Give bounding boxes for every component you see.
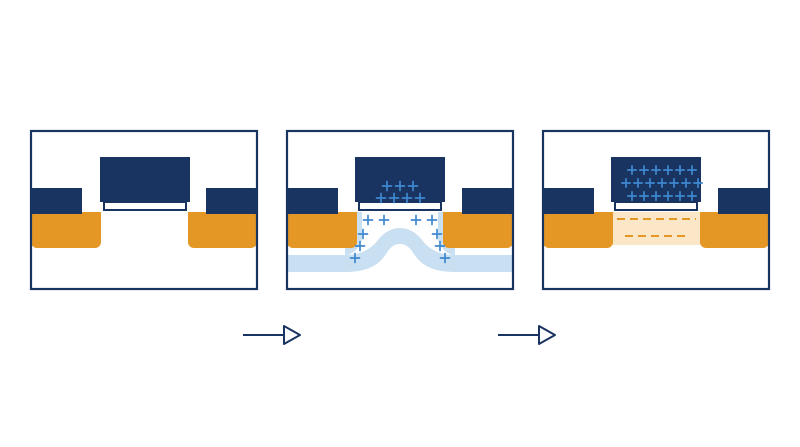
depletion-charge-8 [431,228,443,240]
source-doped-region-top [287,212,357,232]
source-doped-region-top [31,212,101,232]
drain-doped-region-top [443,212,513,232]
gate-charge-7 [620,177,632,189]
gate-oxide [614,201,698,211]
gate-charge-1 [381,180,393,192]
gate-oxide [358,201,442,211]
channel-carriers [617,218,696,237]
gate-charges [375,180,426,204]
gate-charge-17 [662,190,674,202]
gate-charge-2 [394,180,406,192]
gate-charge-10 [656,177,668,189]
gate-charge-3 [650,164,662,176]
gate-electrode [100,157,190,202]
gate-charge-3 [407,180,419,192]
gate-charge-7 [414,192,426,204]
depletion-charge-10 [439,252,451,264]
inversion-channel [612,212,702,245]
source-doped-region-top [543,212,613,232]
gate-charge-9 [644,177,656,189]
gate-electrode [355,157,445,202]
arrow-1 [243,325,301,345]
gate-charge-5 [674,164,686,176]
arrow-right-icon [243,325,301,345]
arrow-2 [498,325,556,345]
arrow-right-icon [498,325,556,345]
panel-frame [29,129,259,291]
source-contact [287,188,338,214]
gate-charge-6 [686,164,698,176]
gate-charge-5 [388,192,400,204]
gate-oxide [103,201,187,211]
gate-charge-6 [401,192,413,204]
panel-3 [541,129,771,291]
depletion-charge-7 [426,214,438,226]
depletion-charge-5 [349,252,361,264]
gate-charge-19 [686,190,698,202]
gate-charge-4 [662,164,674,176]
depletion-charge-6 [410,214,422,226]
drain-doped-region-top [700,212,769,232]
panel-2 [285,129,515,291]
gate-charge-16 [650,190,662,202]
gate-charge-13 [692,177,704,189]
depletion-region [287,228,513,272]
depletion-charge-2 [378,214,390,226]
gate-charge-11 [668,177,680,189]
gate-charge-8 [632,177,644,189]
source-contact [31,188,82,214]
depletion-charges [349,214,451,264]
depletion-charge-3 [357,228,369,240]
gate-charge-18 [674,190,686,202]
depletion-charge-1 [362,214,374,226]
gate-charge-14 [626,190,638,202]
panel-1 [29,129,259,291]
drain-contact [718,188,769,214]
source-contact [543,188,594,214]
gate-charges [620,164,704,202]
drain-doped-region-top [188,212,257,232]
gate-charge-1 [626,164,638,176]
panel-frame [285,129,515,291]
gate-charge-4 [375,192,387,204]
gate-charge-2 [638,164,650,176]
depletion-charge-4 [354,240,366,252]
gate-charge-12 [680,177,692,189]
gate-charge-15 [638,190,650,202]
depletion-charge-9 [434,240,446,252]
panel-frame [541,129,771,291]
drain-contact [206,188,257,214]
drain-contact [462,188,513,214]
